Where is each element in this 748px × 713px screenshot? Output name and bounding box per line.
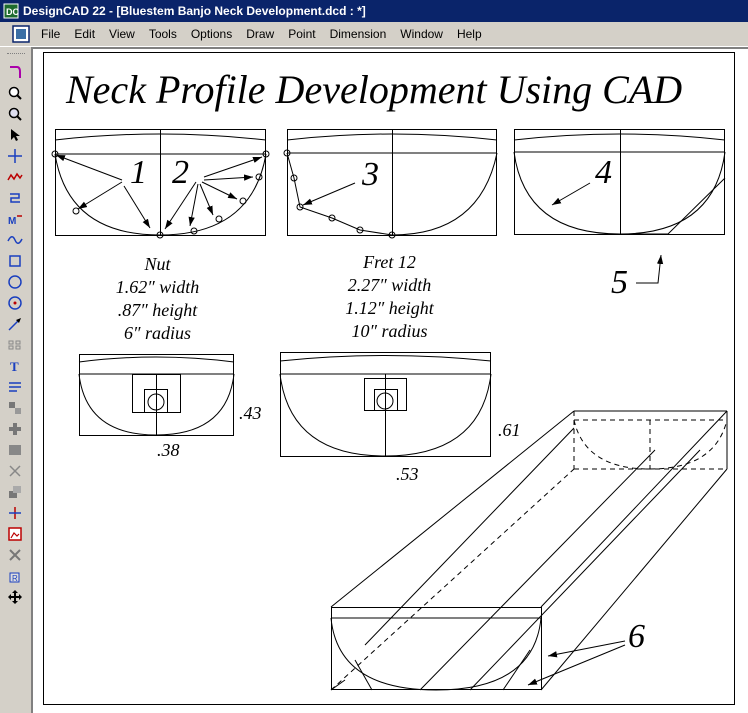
nut-radius: 6″ radius: [123, 323, 191, 343]
menu-view[interactable]: View: [109, 27, 135, 41]
rectangle-icon[interactable]: [4, 250, 26, 271]
menu-window[interactable]: Window: [400, 27, 443, 41]
curve-tool-icon[interactable]: [4, 61, 26, 82]
nut-height: .87″ height: [117, 300, 198, 320]
svg-text:DC: DC: [6, 7, 19, 17]
dimension-icon[interactable]: M: [4, 208, 26, 229]
snap-icon[interactable]: [4, 397, 26, 418]
step-label-6: 6: [628, 618, 645, 655]
fret-radius: 10″ radius: [351, 321, 428, 341]
point-icon[interactable]: [4, 502, 26, 523]
grid-icon[interactable]: [4, 334, 26, 355]
polyline-icon[interactable]: [4, 166, 26, 187]
arrow-icon[interactable]: [4, 313, 26, 334]
nut-side-dimension: .43: [239, 403, 262, 423]
circle-center-icon[interactable]: [4, 292, 26, 313]
layer-icon[interactable]: [4, 481, 26, 502]
toolbar-grip[interactable]: [7, 53, 25, 58]
fill-icon[interactable]: [4, 439, 26, 460]
rotate-icon[interactable]: R: [4, 565, 26, 586]
drawing-area[interactable]: [31, 47, 748, 713]
curve-icon[interactable]: [4, 229, 26, 250]
step-label-3: 3: [362, 156, 379, 193]
select-arrow-icon[interactable]: [4, 124, 26, 145]
fret-height: 1.12″ height: [345, 298, 434, 318]
step-label-1: 1: [130, 154, 147, 191]
menu-point[interactable]: Point: [288, 27, 316, 41]
drawing-title: Neck Profile Development Using CAD: [66, 67, 683, 112]
step-label-5: 5: [611, 264, 628, 301]
nut-bottom-dimension: .38: [157, 440, 180, 460]
fret-heading: Fret 12: [363, 252, 416, 272]
nut-heading: Nut: [144, 254, 171, 274]
trim-icon[interactable]: [4, 460, 26, 481]
neck-blank-3d-diagram: [330, 410, 728, 691]
nut-width: 1.62″ width: [115, 277, 200, 297]
menu-dimension[interactable]: Dimension: [329, 27, 387, 41]
sheet-border: [43, 52, 735, 705]
step-label-4: 4: [595, 154, 612, 191]
menu-tools[interactable]: Tools: [148, 27, 177, 41]
menu-bar: File Edit View Tools Options Draw Point …: [0, 22, 748, 47]
crosshair-icon[interactable]: [4, 145, 26, 166]
window-title: DesignCAD 22 - [Bluestem Banjo Neck Deve…: [23, 4, 366, 18]
fret-profile-diagram: [279, 352, 492, 457]
zoom-in-icon[interactable]: [4, 82, 26, 103]
svg-text:T: T: [10, 359, 19, 374]
fret-side-dimension: .61: [498, 420, 521, 440]
svg-text:M: M: [8, 216, 16, 227]
text-list-icon[interactable]: [4, 376, 26, 397]
image-icon[interactable]: [4, 523, 26, 544]
svg-text:R: R: [12, 574, 18, 583]
block-icon[interactable]: [4, 418, 26, 439]
menu-draw[interactable]: Draw: [246, 27, 275, 41]
title-bar: DC DesignCAD 22 - [Bluestem Banjo Neck D…: [0, 0, 748, 22]
zoom-window-icon[interactable]: [4, 103, 26, 124]
menu-edit[interactable]: Edit: [74, 27, 96, 41]
fret-spec: Fret 12 2.27″ width 1.12″ height 10″ rad…: [322, 251, 457, 343]
profile-diagram-3: [283, 129, 498, 239]
designcad-app-icon: DC: [3, 3, 19, 19]
profile-diagram-1-2: [51, 129, 270, 239]
menu-help[interactable]: Help: [456, 27, 482, 41]
nut-spec: Nut 1.62″ width .87″ height 6″ radius: [95, 253, 220, 345]
delete-icon[interactable]: [4, 544, 26, 565]
profile-diagram-4: [513, 129, 726, 284]
circle-icon[interactable]: [4, 271, 26, 292]
move-icon[interactable]: [4, 586, 26, 607]
menu-file[interactable]: File: [41, 27, 61, 41]
fret-width: 2.27″ width: [347, 275, 432, 295]
nut-profile-diagram: [78, 354, 235, 436]
text-icon[interactable]: T: [4, 355, 26, 376]
document-icon[interactable]: [12, 25, 30, 43]
menu-options[interactable]: Options: [190, 27, 233, 41]
draw-toolbar: M T R: [4, 50, 28, 713]
step-label-2: 2: [172, 154, 189, 191]
fret-bottom-dimension: .53: [396, 464, 419, 484]
double-line-icon[interactable]: [4, 187, 26, 208]
